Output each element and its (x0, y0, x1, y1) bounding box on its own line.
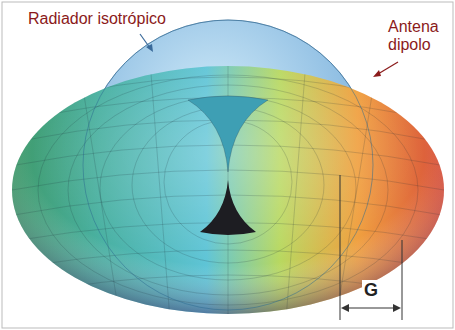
part-label: Antena dipolo (388, 18, 450, 55)
dimension-label: G (362, 280, 380, 301)
part-label: Radiador isotrópico (28, 10, 166, 28)
